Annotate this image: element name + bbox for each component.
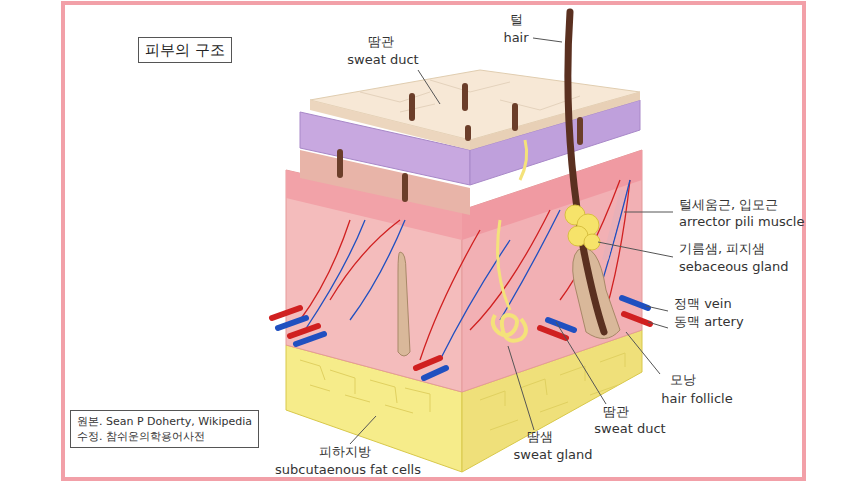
part-label: hair [503, 30, 528, 46]
credit-text: 수정. 참쉬운의학용어사전 [77, 429, 252, 444]
part-label: sebaceous gland [679, 259, 789, 275]
part-label: 털세움근, 입모근 [679, 197, 778, 213]
part-label: 땀관 [368, 34, 394, 50]
part-label: 땀관 [603, 404, 629, 420]
part-label: sweat duct [347, 52, 418, 68]
part-label: 동맥 artery [674, 314, 744, 330]
part-label: 모낭 [670, 372, 696, 388]
credit-text: 원본. Sean P Doherty, Wikipedia [77, 414, 252, 429]
credit-box: 원본. Sean P Doherty, Wikipedia수정. 참쉬운의학용어… [70, 410, 259, 448]
part-label: hair follicle [661, 391, 732, 407]
part-label: 기름샘, 피지샘 [679, 241, 765, 257]
part-label: sweat duct [594, 421, 665, 437]
part-label: subcutaenous fat cells [275, 462, 421, 478]
part-label: arrector pili muscle [679, 214, 804, 230]
title-box: 피부의 구조 [138, 37, 232, 63]
part-label: 피하지방 [319, 444, 371, 460]
part-label: 털 [510, 12, 523, 28]
part-label: 땀샘 [527, 429, 553, 445]
part-label: 정맥 vein [674, 296, 732, 312]
part-label: sweat gland [514, 447, 593, 463]
